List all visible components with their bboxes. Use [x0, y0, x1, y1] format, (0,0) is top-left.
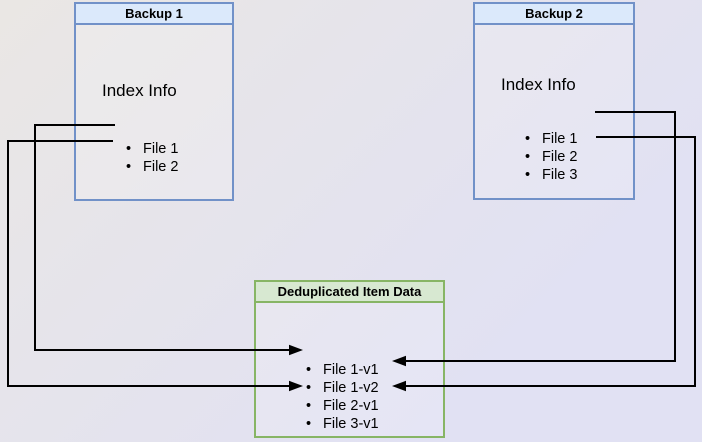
bullet-icon [525, 148, 542, 166]
list-item: File 1 [525, 130, 577, 148]
dedup-header: Deduplicated Item Data [256, 282, 443, 303]
bullet-icon [306, 361, 323, 379]
file-version-label: File 2-v1 [323, 398, 379, 414]
deduplicated-item-data-box[interactable]: Deduplicated Item Data File 1-v1 File 1-… [254, 280, 445, 438]
backup2-header: Backup 2 [475, 4, 633, 25]
list-item: File 2 [126, 158, 178, 176]
file-label: File 1 [542, 131, 578, 147]
list-item: File 3 [525, 166, 577, 184]
file-label: File 1 [143, 141, 179, 157]
bullet-icon [306, 379, 323, 397]
backup2-index-info-label: Index Info [501, 75, 576, 94]
backup2-file-list: File 1 File 2 File 3 [475, 130, 577, 184]
bullet-icon [525, 130, 542, 148]
file-version-label: File 1-v1 [323, 362, 379, 378]
file-label: File 3 [542, 167, 578, 183]
backup1-file-list: File 1 File 2 [76, 140, 178, 176]
bullet-icon [306, 397, 323, 415]
list-item: File 1 [126, 140, 178, 158]
list-item: File 3-v1 [306, 415, 379, 433]
backup1-index-info-label: Index Info [102, 81, 177, 100]
backup2-box[interactable]: Backup 2 Index Info File 1 File 2 File 3 [473, 2, 635, 200]
bullet-icon [126, 158, 143, 176]
dedup-title: Deduplicated Item Data [277, 284, 422, 299]
file-version-label: File 3-v1 [323, 416, 379, 432]
list-item: File 2-v1 [306, 397, 379, 415]
list-item: File 1-v2 [306, 379, 379, 397]
file-version-label: File 1-v2 [323, 380, 379, 396]
list-item: File 2 [525, 148, 577, 166]
backup1-box[interactable]: Backup 1 Index Info File 1 File 2 [74, 2, 234, 201]
backup1-header: Backup 1 [76, 4, 232, 25]
bullet-icon [126, 140, 143, 158]
bullet-icon [525, 166, 542, 184]
list-item: File 1-v1 [306, 361, 379, 379]
file-label: File 2 [542, 149, 578, 165]
backup1-title: Backup 1 [125, 6, 183, 21]
bullet-icon [306, 415, 323, 433]
backup2-title: Backup 2 [525, 6, 583, 21]
file-label: File 2 [143, 159, 179, 175]
dedup-file-list: File 1-v1 File 1-v2 File 2-v1 File 3-v1 [256, 361, 379, 433]
